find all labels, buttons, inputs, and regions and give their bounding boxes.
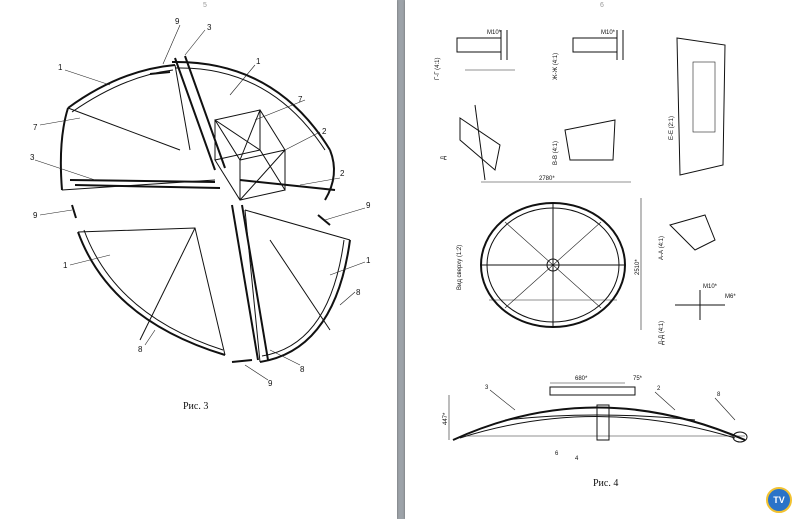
view-label: Е-Е (2:1) <box>669 116 675 140</box>
view-label: Ж-Ж (4:1) <box>553 53 559 80</box>
dimension-label: М10* <box>601 30 616 36</box>
callout-label: 6 <box>555 451 559 457</box>
callout-label: 3 <box>207 23 212 32</box>
view-label: В-В (4:1) <box>553 141 559 165</box>
callout-label: 2 <box>322 127 327 136</box>
callout-label: 8 <box>300 365 305 374</box>
dimension-label: М10* <box>703 284 718 290</box>
view-label: А-А (4:1) <box>659 236 665 260</box>
callout-label: 3 <box>30 153 35 162</box>
figure-caption: Рис. 3 <box>183 401 209 412</box>
view-label: Д <box>441 156 447 160</box>
callout-label: 8 <box>356 288 361 297</box>
tv-logo-icon: TV <box>766 487 792 513</box>
callout-label: 8 <box>717 392 721 398</box>
dimension-label: 680* <box>575 376 588 382</box>
dimension-label: 2780* <box>539 176 555 182</box>
callout-label: 9 <box>366 201 371 210</box>
callout-label: 1 <box>366 256 371 265</box>
exploded-drawing: 9 3 1 1 7 7 2 3 2 9 9 1 1 8 8 8 9 <box>30 17 371 388</box>
callout-label: 9 <box>268 379 273 388</box>
dimension-label: М10* <box>487 30 502 36</box>
callout-label: 8 <box>138 345 143 354</box>
callout-label: 9 <box>33 211 38 220</box>
left-page: 5 <box>0 0 397 519</box>
callout-label: 4 <box>575 456 579 462</box>
callout-label: 1 <box>63 261 68 270</box>
view-label: Вид сверху (1:2) <box>457 245 463 290</box>
right-page: 6 Г-Г (4:1) М10* Ж-Ж (4:1) М10* Е-Е (2:1… <box>405 0 800 519</box>
callout-label: 2 <box>657 386 661 392</box>
view-label: Д-Д (4:1) <box>659 321 665 345</box>
dimension-label: 447* <box>443 412 449 425</box>
callout-label: 1 <box>58 63 63 72</box>
page-number: 6 <box>600 2 604 9</box>
view-label: Г-Г (4:1) <box>435 57 441 80</box>
callout-label: 7 <box>298 95 303 104</box>
callout-label: 9 <box>175 17 180 26</box>
callout-label: 1 <box>256 57 261 66</box>
dimension-label: 2510* <box>635 259 641 275</box>
callout-label: 7 <box>33 123 38 132</box>
assembly-drawing: Г-Г (4:1) М10* Ж-Ж (4:1) М10* Е-Е (2:1) … <box>435 30 748 462</box>
dimension-label: М6* <box>725 294 736 300</box>
dimension-label: 75* <box>633 376 643 382</box>
callout-label: 2 <box>340 169 345 178</box>
page-number: 5 <box>203 2 207 9</box>
figure-caption: Рис. 4 <box>593 478 619 489</box>
callout-label: 3 <box>485 385 489 391</box>
